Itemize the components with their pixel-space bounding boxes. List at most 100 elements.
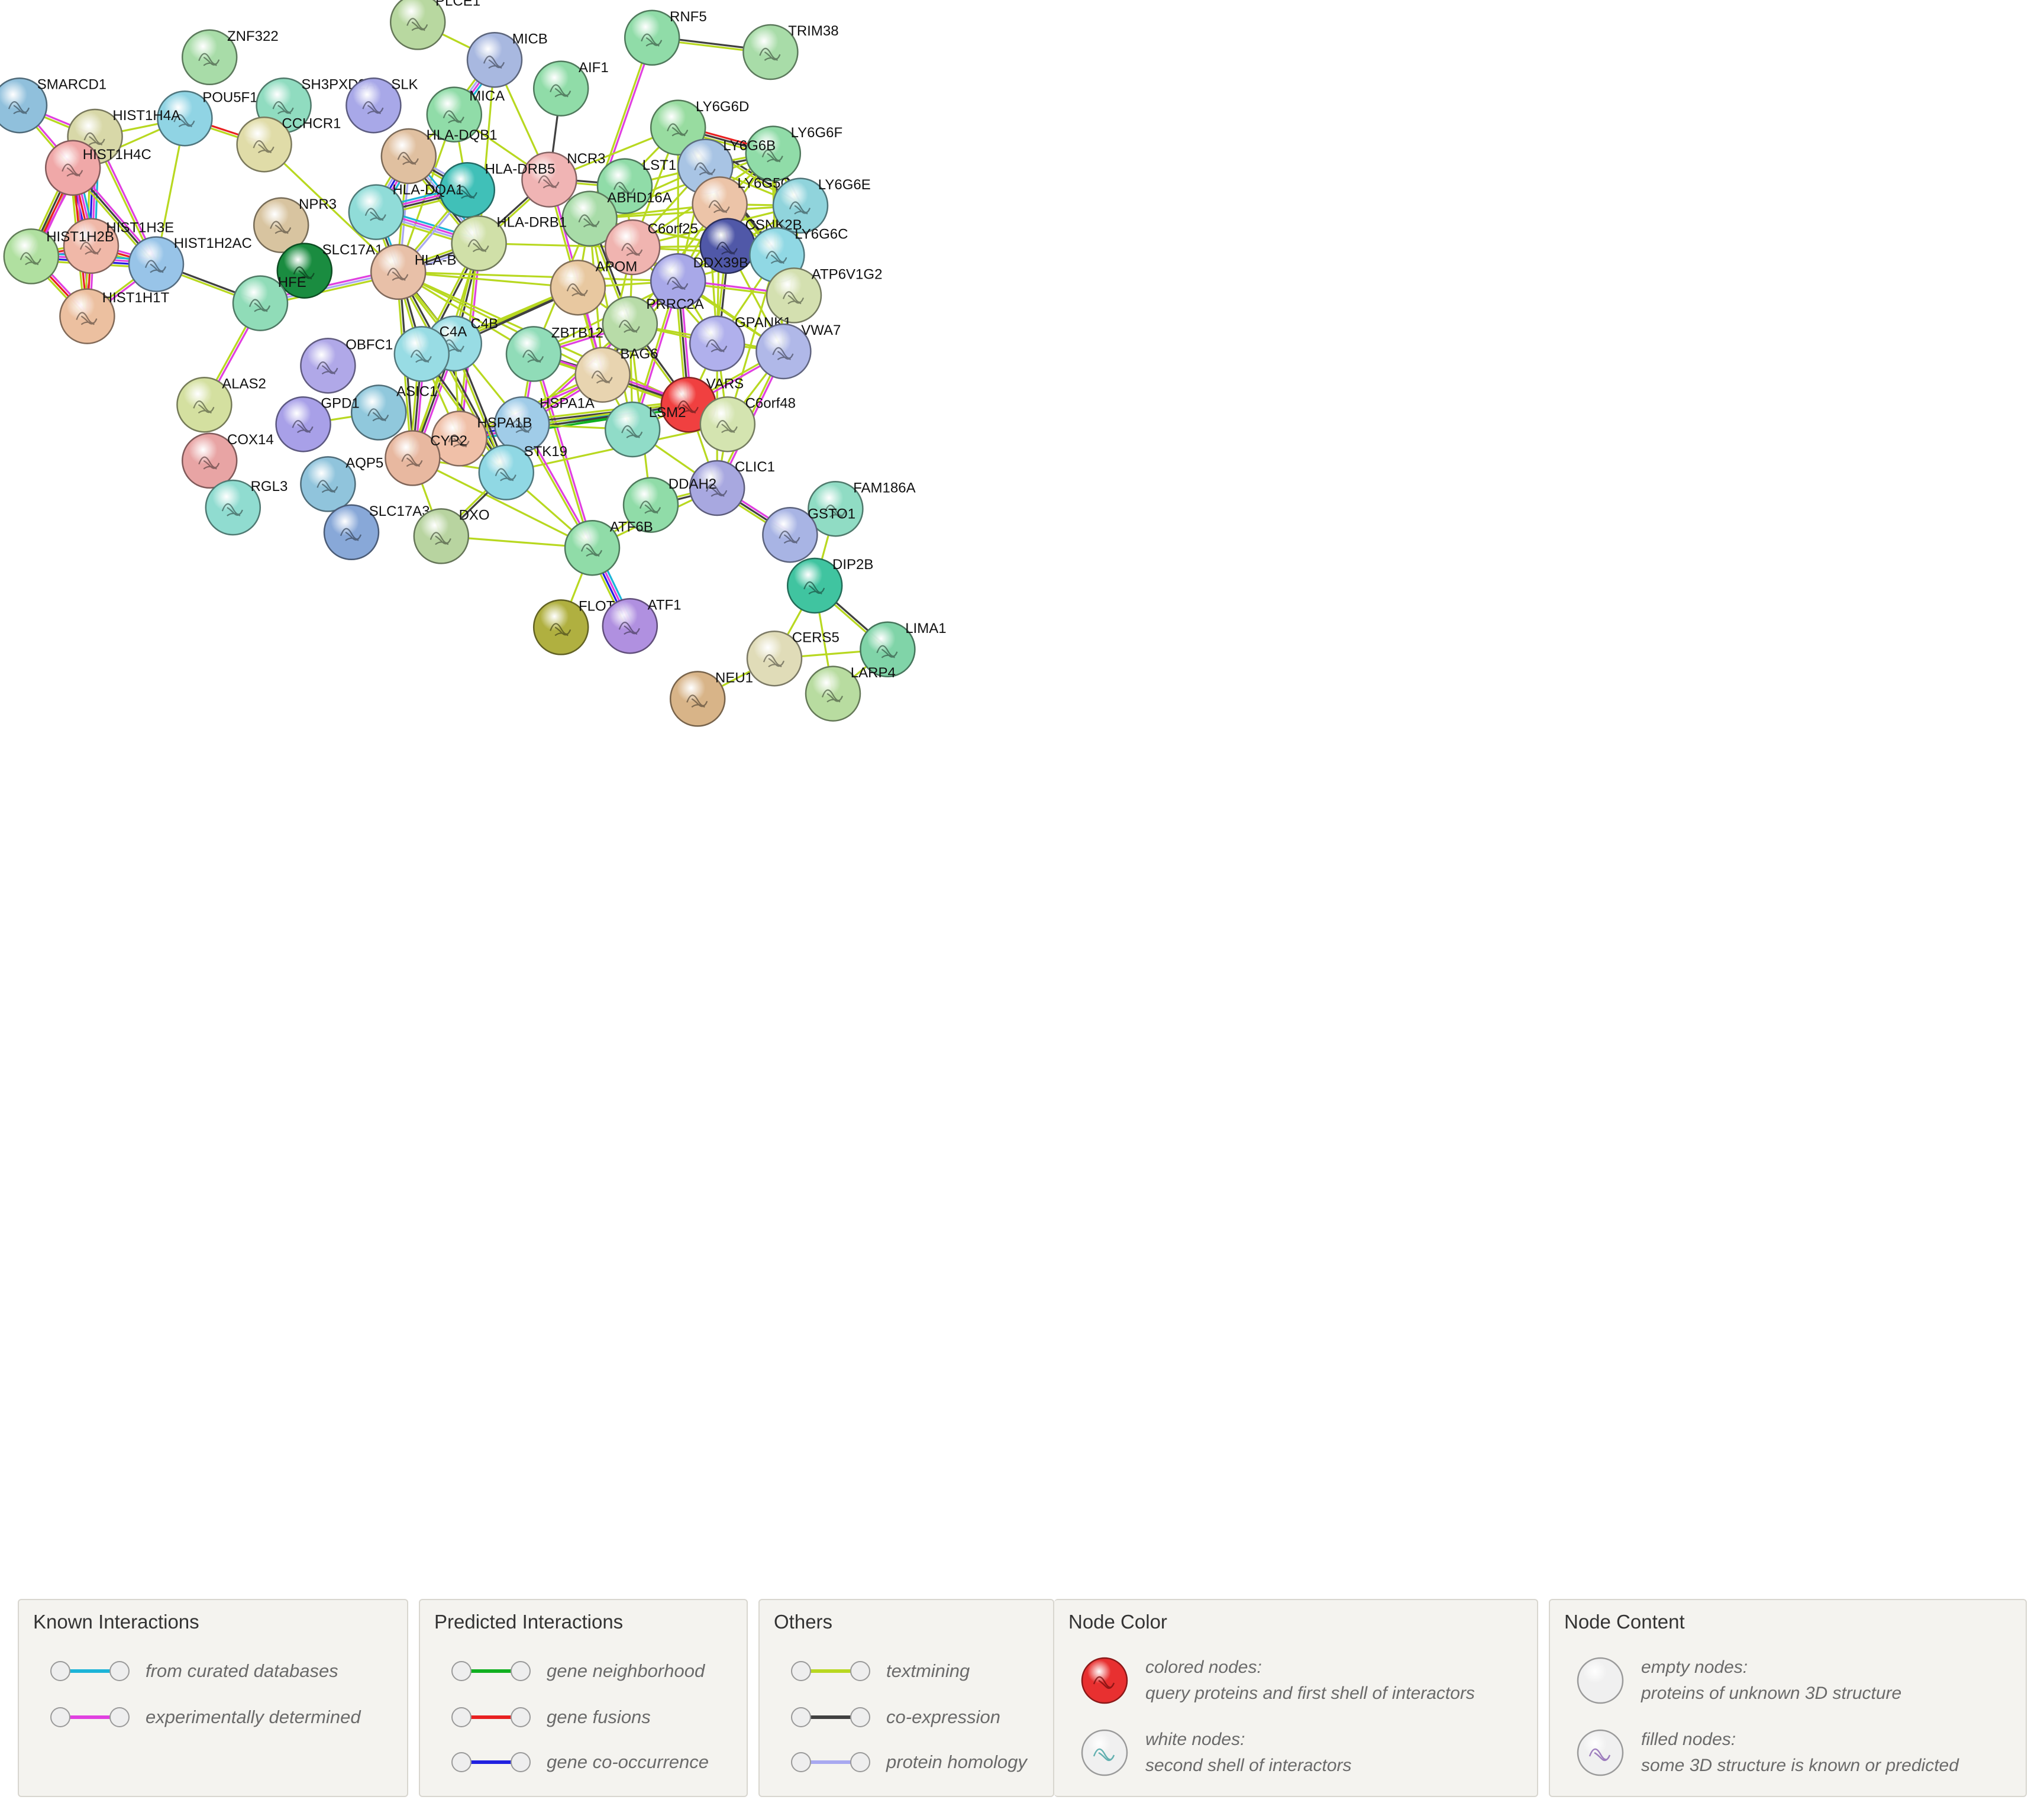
edge-line-textmining — [263, 144, 399, 273]
node-label: ATF1 — [648, 597, 682, 613]
node-NPR3[interactable]: NPR3 — [253, 196, 337, 253]
node-LST1[interactable]: LST1 — [596, 157, 676, 214]
node-HIST1H4C[interactable]: HIST1H4C — [44, 140, 151, 196]
structure-icon — [511, 420, 532, 434]
node-PRRC2A[interactable]: PRRC2A — [602, 296, 704, 353]
node-FAM186A[interactable]: FAM186A — [808, 480, 916, 537]
node-HIST1H2AC[interactable]: HIST1H2AC — [128, 235, 252, 292]
node-LIMA1[interactable]: LIMA1 — [860, 621, 947, 678]
node-TRIM38[interactable]: TRIM38 — [742, 23, 839, 80]
node-HLA-DRB5[interactable]: HLA-DRB5 — [439, 161, 556, 218]
structure-icon — [706, 483, 728, 497]
node-OBFC1[interactable]: OBFC1 — [300, 337, 393, 394]
node-APOM[interactable]: APOM — [550, 258, 637, 316]
node-ABHD16A[interactable]: ABHD16A — [561, 190, 672, 247]
edge-sample-fusion — [451, 1707, 531, 1727]
node-CERS5[interactable]: CERS5 — [746, 629, 839, 687]
node-AIF1[interactable]: AIF1 — [532, 60, 609, 117]
node-LARP4[interactable]: LARP4 — [805, 665, 896, 722]
node-RGL3[interactable]: RGL3 — [205, 479, 288, 536]
edge-line-textmining — [531, 354, 592, 549]
structure-icon — [621, 425, 643, 438]
node-ATP6V1G2[interactable]: ATP6V1G2 — [766, 267, 882, 324]
node-label: LIMA1 — [905, 621, 946, 636]
node-label: ABHD16A — [607, 190, 671, 206]
node-POU5F1[interactable]: POU5F1 — [157, 89, 258, 147]
node-MICB[interactable]: MICB — [466, 31, 548, 88]
node-LY6G6F[interactable]: LY6G6F — [745, 125, 842, 182]
node-C6orf25[interactable]: C6orf25 — [604, 219, 698, 276]
node-label: HIST1H2B — [46, 229, 114, 245]
node-STK19[interactable]: STK19 — [478, 444, 567, 500]
node-LSM2[interactable]: LSM2 — [604, 401, 686, 458]
structure-icon — [410, 350, 432, 363]
node-DXO[interactable]: DXO — [413, 508, 490, 564]
node-SLK[interactable]: SLK — [345, 76, 418, 134]
node-GPD1[interactable]: GPD1 — [275, 395, 360, 453]
node-ASIC1[interactable]: ASIC1 — [350, 384, 437, 441]
node-label: NCR3 — [567, 151, 605, 167]
node-RNF5[interactable]: RNF5 — [624, 9, 707, 66]
node-VWA7[interactable]: VWA7 — [755, 322, 841, 380]
node-HLA-DRB1[interactable]: HLA-DRB1 — [451, 215, 567, 272]
node-C4A[interactable]: C4A — [393, 324, 467, 382]
node-HIST1H3E[interactable]: HIST1H3E — [63, 218, 174, 274]
node-ATF1[interactable]: ATF1 — [602, 597, 682, 654]
structure-icon — [495, 468, 516, 482]
node-sample-filled — [1577, 1729, 1624, 1776]
node-GPANK1[interactable]: GPANK1 — [689, 315, 792, 372]
legend-label-coexpression: co-expression — [886, 1707, 1000, 1727]
node-HLA-DQA1[interactable]: HLA-DQA1 — [348, 182, 464, 240]
structure-icon — [618, 622, 640, 635]
node-DIP2B[interactable]: DIP2B — [786, 557, 873, 614]
node-HLA-DQB1[interactable]: HLA-DQB1 — [380, 127, 498, 185]
legend-item-empty-nodes: empty nodes: proteins of unknown 3D stru… — [1574, 1651, 1901, 1710]
node-NCR3[interactable]: NCR3 — [521, 151, 606, 208]
node-HLA-B[interactable]: HLA-B — [370, 244, 456, 300]
node-ZNF322[interactable]: ZNF322 — [181, 28, 279, 86]
node-ZBTB12[interactable]: ZBTB12 — [505, 325, 603, 382]
node-sphere[interactable] — [0, 77, 48, 134]
node-BAG6[interactable]: BAG6 — [574, 346, 658, 403]
node-DDX39B[interactable]: DDX39B — [650, 253, 748, 309]
node-label: CERS5 — [792, 629, 839, 645]
node-AQP5[interactable]: AQP5 — [300, 455, 383, 512]
edge-sample-cooccurrence — [451, 1752, 531, 1772]
node-CYP2[interactable]: CYP2 — [385, 430, 467, 486]
edge-CYP2-ATF6B — [412, 457, 593, 549]
node-SLC17A1[interactable]: SLC17A1 — [276, 242, 383, 299]
node-CCHCR1[interactable]: CCHCR1 — [236, 115, 341, 173]
node-ATF6B[interactable]: ATF6B — [564, 519, 653, 576]
node-LY6G6D[interactable]: LY6G6D — [650, 99, 749, 156]
node-GSTO1[interactable]: GSTO1 — [762, 506, 855, 563]
structure-icon — [198, 53, 220, 66]
node-label: HSPA1A — [540, 395, 595, 411]
node-SMARCD1[interactable]: SMARCD1 — [0, 76, 106, 134]
structure-icon — [173, 114, 195, 128]
structure-icon — [76, 312, 98, 325]
node-HIST1H1T[interactable]: HIST1H1T — [59, 288, 169, 344]
node-HFE[interactable]: HFE — [232, 274, 306, 331]
node-COX14[interactable]: COX14 — [181, 432, 274, 489]
node-sphere[interactable] — [389, 0, 446, 50]
node-C6orf48[interactable]: C6orf48 — [699, 395, 796, 453]
node-CLIC1[interactable]: CLIC1 — [689, 459, 775, 516]
node-label: CCHCR1 — [282, 115, 341, 131]
node-label: CYP2 — [430, 433, 467, 449]
structure-icon — [779, 531, 800, 544]
node-DDAH2[interactable]: DDAH2 — [622, 476, 716, 533]
structure-icon — [677, 400, 699, 414]
node-LY6G6E[interactable]: LY6G6E — [772, 177, 871, 234]
structure-icon — [443, 110, 464, 124]
structure-icon — [198, 456, 220, 470]
structure-icon — [803, 581, 825, 594]
node-PLCE1[interactable]: PLCE1 — [389, 0, 480, 50]
structure-icon — [401, 454, 423, 467]
node-MICA[interactable]: MICA — [426, 86, 505, 143]
node-NEU1[interactable]: NEU1 — [669, 670, 753, 727]
legend-label-empty-nodes: empty nodes: proteins of unknown 3D stru… — [1641, 1655, 1901, 1707]
node-HIST1H2B[interactable]: HIST1H2B — [3, 228, 114, 285]
node-SLC17A3[interactable]: SLC17A3 — [323, 503, 430, 561]
node-label: RNF5 — [670, 9, 707, 25]
node-ALAS2[interactable]: ALAS2 — [176, 376, 266, 433]
